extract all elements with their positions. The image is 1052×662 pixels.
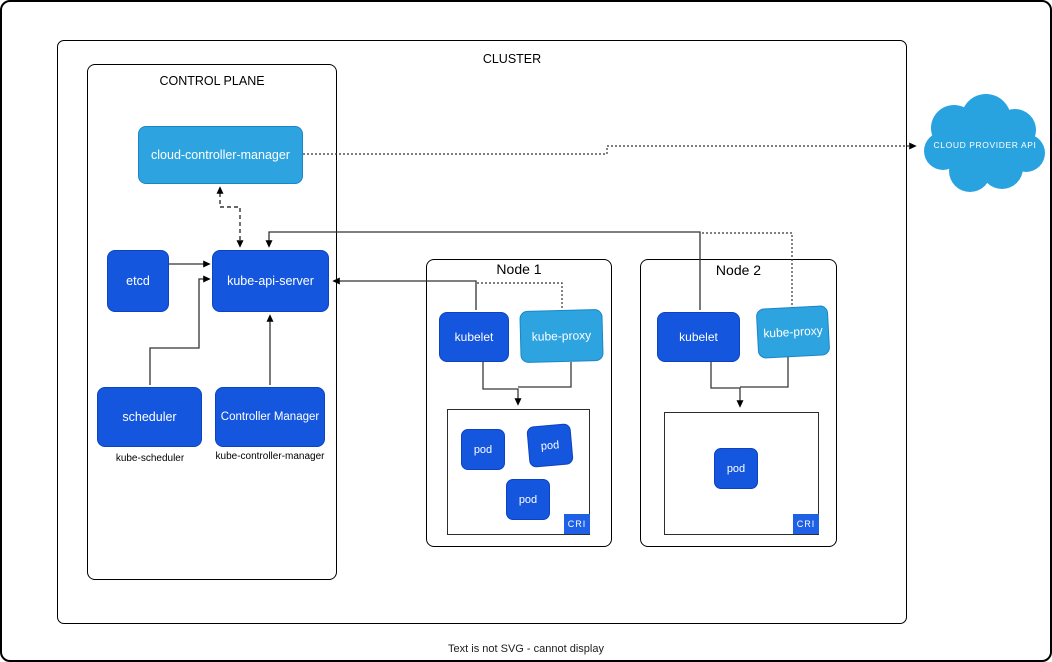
controller-manager-box: Controller Manager [215, 387, 325, 447]
node1-kubelet-box: kubelet [439, 312, 509, 362]
node2-kube-proxy-box: kube-proxy [755, 305, 831, 359]
control-plane-label: CONTROL PLANE [159, 74, 265, 88]
svg-fallback-notice: Text is not SVG - cannot display [448, 643, 604, 655]
node2-kubelet-box: kubelet [657, 312, 740, 362]
cloud-controller-manager-box: cloud-controller-manager [138, 126, 303, 184]
cluster-container [57, 40, 907, 624]
control-plane-container [87, 64, 337, 580]
cluster-label: CLUSTER [482, 52, 542, 66]
node1-pods-container [447, 409, 590, 535]
cloud-provider-api-label: CLOUD PROVIDER API [933, 140, 1037, 150]
kube-scheduler-sublabel: kube-scheduler [115, 453, 185, 464]
kube-controller-manager-sublabel: kube-controller-manager [215, 451, 325, 462]
node2-pod-1: pod [714, 448, 758, 489]
node2-cri-badge: CRI [793, 514, 819, 534]
etcd-box: etcd [107, 250, 169, 312]
node1-kube-proxy-box: kube-proxy [519, 308, 604, 364]
node1-cri-badge: CRI [564, 514, 590, 534]
scheduler-box: scheduler [97, 387, 202, 447]
kube-api-server-box: kube-api-server [212, 250, 329, 312]
node1-pod-1: pod [461, 429, 505, 470]
node1-pod-3: pod [506, 479, 550, 520]
node2-pods-container [664, 412, 819, 535]
node1-pod-2: pod [526, 423, 574, 468]
